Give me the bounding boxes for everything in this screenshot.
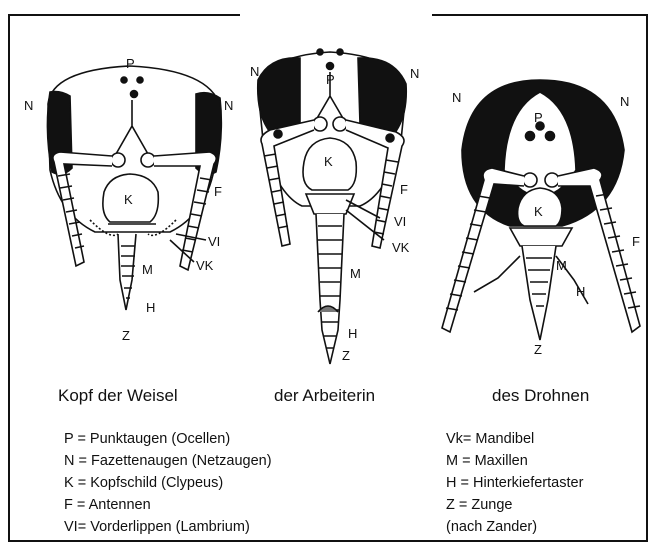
queen-ocellus-3 — [131, 91, 138, 98]
queen-label-f: F — [214, 184, 222, 199]
caption-drone: des Drohnen — [492, 386, 589, 406]
drone-label-n-right: N — [620, 94, 629, 109]
legend-left: P = Punktaugen (Ocellen) N = Fazettenaug… — [64, 428, 272, 538]
drone-label-p: P — [534, 110, 543, 125]
legend-left-item: K = Kopfschild (Clypeus) — [64, 472, 272, 494]
legend-left-item: P = Punktaugen (Ocellen) — [64, 428, 272, 450]
queen-label-h: H — [146, 300, 155, 315]
worker-ocellus — [327, 63, 334, 70]
legend-left-item: N = Fazettenaugen (Netzaugen) — [64, 450, 272, 472]
legend-right-item: (nach Zander) — [446, 516, 583, 538]
drone-label-m: M — [556, 258, 567, 273]
worker-label-m: M — [350, 266, 361, 281]
worker-label-p: P — [326, 72, 335, 87]
queen-head — [47, 66, 221, 310]
queen-label-vk: VK — [196, 258, 214, 273]
drone-label-f: F — [632, 234, 640, 249]
legend-left-item: F = Antennen — [64, 494, 272, 516]
drone-label-n-left: N — [452, 90, 461, 105]
worker-label-f: F — [400, 182, 408, 197]
queen-ocellus-1 — [121, 77, 127, 83]
worker-head — [258, 49, 407, 364]
queen-label-k: K — [124, 192, 133, 207]
queen-label-n-left: N — [24, 98, 33, 113]
drone-label-h: H — [576, 284, 585, 299]
drone-label-k: K — [534, 204, 543, 219]
worker-label-n-right: N — [410, 66, 419, 81]
queen-label-z: Z — [122, 328, 130, 343]
queen-label-p: P — [126, 56, 135, 71]
legend-right-item: M = Maxillen — [446, 450, 583, 472]
queen-ocellus-2 — [137, 77, 143, 83]
queen-label-vi: VI — [208, 234, 220, 249]
caption-worker: der Arbeiterin — [274, 386, 375, 406]
queen-label-m: M — [142, 262, 153, 277]
worker-label-n-left: N — [250, 64, 259, 79]
legend-right: Vk= Mandibel M = Maxillen H = Hinterkief… — [446, 428, 583, 538]
worker-left-compound-eye — [258, 58, 300, 134]
legend-right-item: H = Hinterkiefertaster — [446, 472, 583, 494]
worker-label-k: K — [324, 154, 333, 169]
caption-queen: Kopf der Weisel — [58, 386, 178, 406]
legend-right-item: Vk= Mandibel — [446, 428, 583, 450]
worker-label-vk: VK — [392, 240, 410, 255]
worker-label-h: H — [348, 326, 357, 341]
legend-right-item: Z = Zunge — [446, 494, 583, 516]
worker-label-vi: VI — [394, 214, 406, 229]
queen-label-n-right: N — [224, 98, 233, 113]
worker-label-z: Z — [342, 348, 350, 363]
legend-left-item: VI= Vorderlippen (Lambrium) — [64, 516, 272, 538]
drone-label-z: Z — [534, 342, 542, 357]
